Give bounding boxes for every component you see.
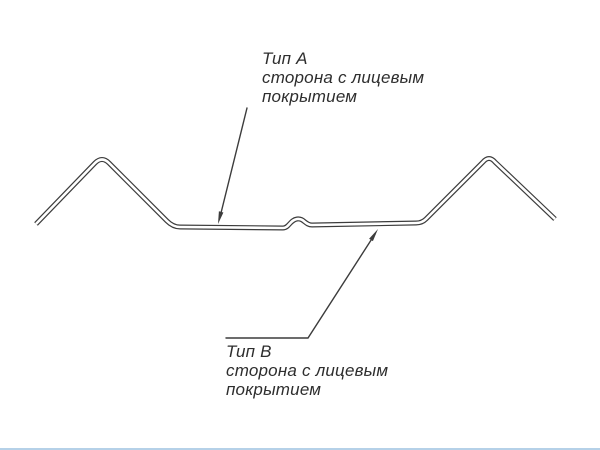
bottom-border-line <box>0 448 600 450</box>
leader-line-type-a <box>219 107 248 218</box>
type-b-title: Тип В <box>226 342 272 361</box>
type-a-line1: сторона с лицевым <box>262 68 425 87</box>
callout-type-a: Тип А сторона с лицевым покрытием <box>262 49 424 106</box>
arrowhead-type-a <box>218 211 224 224</box>
type-a-title: Тип А <box>262 49 308 68</box>
callout-type-b: Тип В сторона с лицевым покрытием <box>226 342 388 399</box>
arrowhead-type-b <box>369 229 378 242</box>
profile-inner-gap <box>35 157 556 230</box>
leader-line-type-b <box>225 233 376 339</box>
type-b-line1: сторона с лицевым <box>226 361 389 380</box>
type-b-line2: покрытием <box>226 380 322 399</box>
type-a-line2: покрытием <box>262 87 358 106</box>
